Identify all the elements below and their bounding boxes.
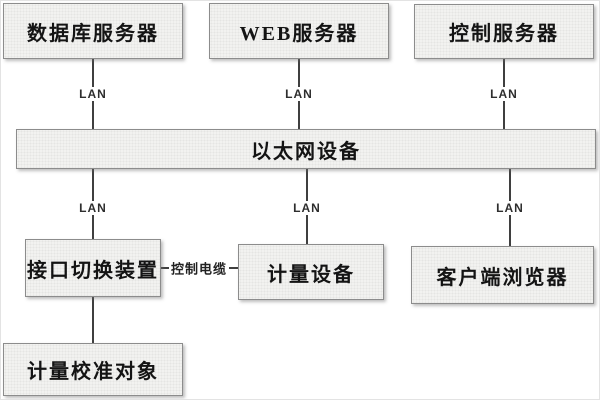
node-label: 计量校准对象 [27,361,159,383]
connector-switch-to-calibration [92,297,94,343]
lan-label-control: LAN [487,87,521,101]
node-label: 控制服务器 [449,23,559,45]
node-label: 计量设备 [267,263,355,286]
node-label: 接口切换装置 [27,259,159,282]
node-interface-switch: 接口切换装置 [25,239,161,297]
node-metering-device: 计量设备 [238,244,384,300]
node-ethernet-device: 以太网设备 [16,129,596,169]
node-web-server: WEB服务器 [209,3,389,59]
lan-label-switch: LAN [76,201,110,215]
node-label: 客户端浏览器 [436,266,569,289]
lan-label-browser: LAN [493,201,527,215]
node-control-server: 控制服务器 [414,4,594,59]
node-label: WEB服务器 [239,22,359,45]
node-client-browser: 客户端浏览器 [411,246,594,304]
lan-label-db: LAN [76,87,110,101]
node-label: 以太网设备 [251,140,361,163]
node-calibration-object: 计量校准对象 [3,343,183,396]
lan-label-web: LAN [282,87,316,101]
node-label: 数据库服务器 [27,22,159,45]
node-database-server: 数据库服务器 [3,3,183,59]
control-cable-label: 控制电缆 [168,261,230,277]
lan-label-metering: LAN [290,201,324,215]
